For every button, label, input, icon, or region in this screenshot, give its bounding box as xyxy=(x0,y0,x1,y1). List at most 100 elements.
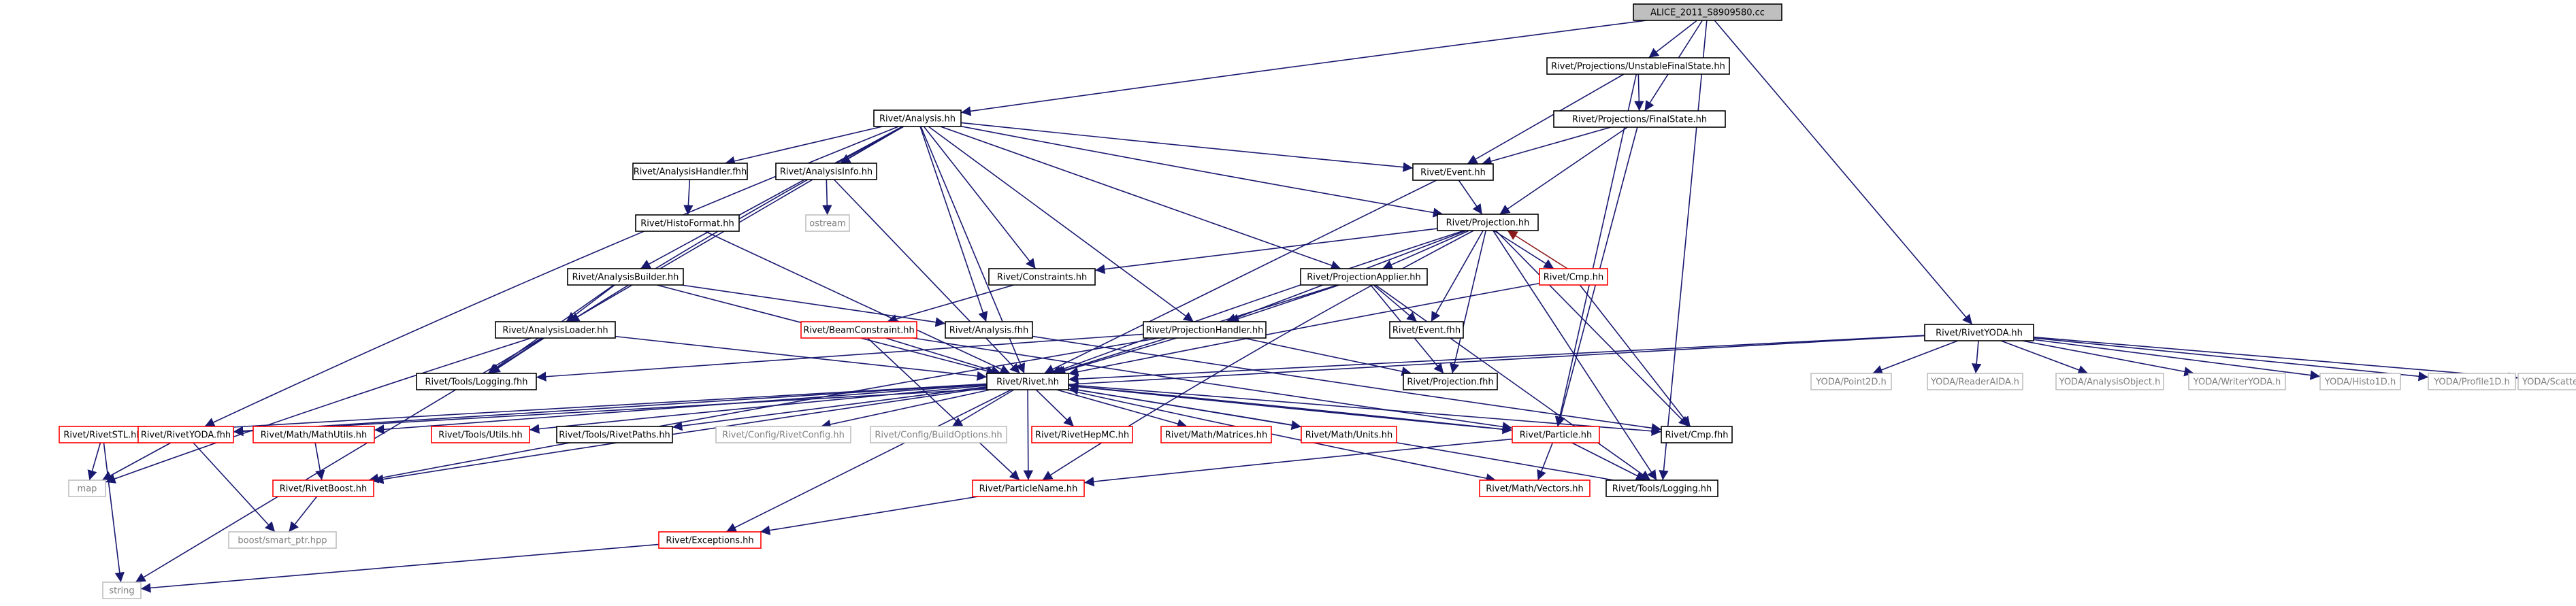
edge-rivetyoda-to-readeraida xyxy=(1972,340,1982,374)
node-buildoptions[interactable]: Rivet/Config/BuildOptions.hh xyxy=(870,426,1007,443)
edge-analysis-to-analysisbuilder xyxy=(640,126,903,269)
edge-analysis-to-rivet xyxy=(920,126,1026,374)
node-label: Rivet/Math/Units.hh xyxy=(1305,431,1393,441)
node-rivetconfig[interactable]: Rivet/Config/RivetConfig.hh xyxy=(715,426,851,443)
node-box xyxy=(252,426,375,443)
node-beamconstraint[interactable]: Rivet/BeamConstraint.hh xyxy=(800,321,917,339)
node-label: YODA/Scatter2D.h xyxy=(2522,377,2576,388)
node-writeryoda[interactable]: YODA/WriterYODA.h xyxy=(2188,373,2286,390)
node-analysisbuilder[interactable]: Rivet/AnalysisBuilder.hh xyxy=(567,268,684,286)
node-analysisfhh[interactable]: Rivet/Analysis.fhh xyxy=(945,321,1033,339)
node-analysis[interactable]: Rivet/Analysis.hh xyxy=(873,110,962,127)
node-projectionhandler[interactable]: Rivet/ProjectionHandler.hh xyxy=(1143,321,1267,339)
edge-analysisloader-to-rivet xyxy=(615,335,988,382)
node-units[interactable]: Rivet/Math/Units.hh xyxy=(1301,426,1397,443)
edge-rivetyoda-to-histo1d xyxy=(2033,339,2321,380)
node-cmp[interactable]: Rivet/Cmp.hh xyxy=(1539,268,1608,286)
node-label: Rivet/Event.fhh xyxy=(1392,326,1461,336)
node-event[interactable]: Rivet/Event.hh xyxy=(1412,163,1494,181)
node-box xyxy=(1512,426,1600,443)
node-label: YODA/Histo1D.h xyxy=(2324,377,2396,388)
node-hepmc[interactable]: Rivet/RivetHepMC.hh xyxy=(1031,426,1133,443)
node-map[interactable]: map xyxy=(68,479,106,497)
node-histo1d[interactable]: YODA/Histo1D.h xyxy=(2319,373,2401,390)
edge-analysisbuilder-to-analysisloader xyxy=(566,284,615,322)
node-ostream[interactable]: ostream xyxy=(805,214,850,232)
node-label: Rivet/Exceptions.hh xyxy=(666,536,753,546)
node-box xyxy=(1539,268,1608,286)
node-label: Rivet/RivetBoost.hh xyxy=(280,484,368,494)
edge-rivetyodafhh-to-smartptr xyxy=(193,442,276,533)
node-profile1d[interactable]: YODA/Profile1D.h xyxy=(2428,373,2516,390)
node-string[interactable]: string xyxy=(102,582,142,599)
nodes-layer: ALICE_2011_S8909580.ccRivet/Projections/… xyxy=(59,3,2576,599)
node-eventfhh[interactable]: Rivet/Event.fhh xyxy=(1389,321,1464,339)
node-constraints[interactable]: Rivet/Constraints.hh xyxy=(988,268,1096,286)
node-label: Rivet/Particle.hh xyxy=(1520,431,1592,441)
node-projectionapplier[interactable]: Rivet/ProjectionApplier.hh xyxy=(1300,268,1428,286)
node-particlename[interactable]: Rivet/ParticleName.hh xyxy=(972,479,1085,497)
node-particle[interactable]: Rivet/Particle.hh xyxy=(1512,426,1600,443)
edge-root-to-analysis xyxy=(960,20,1647,116)
node-smartptr[interactable]: boost/smart_ptr.hpp xyxy=(228,531,337,549)
node-rivetyoda[interactable]: Rivet/RivetYODA.hh xyxy=(1924,324,2034,341)
edge-analysis-to-event xyxy=(960,122,1414,172)
node-analysisloader[interactable]: Rivet/AnalysisLoader.hh xyxy=(495,321,616,339)
node-box xyxy=(715,426,851,443)
node-point2d[interactable]: YODA/Point2D.h xyxy=(1810,373,1892,390)
node-label: YODA/ReaderAIDA.h xyxy=(1930,377,2019,388)
node-toolspaths[interactable]: Rivet/Tools/RivetPaths.hh xyxy=(556,426,673,443)
edge-rivet-to-hepmc xyxy=(1035,389,1075,427)
edge-analysisfhh-to-cmpfhh xyxy=(1032,335,1662,433)
node-readeraida[interactable]: YODA/ReaderAIDA.h xyxy=(1927,373,2023,390)
node-mathutils[interactable]: Rivet/Math/MathUtils.hh xyxy=(252,426,375,443)
node-toolslogfhh[interactable]: Rivet/Tools/Logging.fhh xyxy=(416,373,537,390)
node-rivetboost[interactable]: Rivet/RivetBoost.hh xyxy=(272,479,374,497)
node-exceptions[interactable]: Rivet/Exceptions.hh xyxy=(658,531,762,549)
node-rivetstl[interactable]: Rivet/RivetSTL.hh xyxy=(59,426,147,443)
node-toolsutils[interactable]: Rivet/Tools/Utils.hh xyxy=(431,426,530,443)
edge-analysis-to-projectionhandler xyxy=(928,126,1194,322)
edge-rivetyoda-to-profile1d xyxy=(2033,337,2429,382)
edge-particlename-to-exceptions xyxy=(760,496,979,535)
node-projection[interactable]: Rivet/Projection.hh xyxy=(1437,214,1539,231)
edge-root-to-unstable xyxy=(1648,20,1697,58)
edge-projectionhandler-to-rivetboost xyxy=(368,337,1160,484)
node-analysisobject[interactable]: YODA/AnalysisObject.h xyxy=(2055,373,2164,390)
node-matrices[interactable]: Rivet/Math/Matrices.hh xyxy=(1160,426,1272,443)
node-vectors[interactable]: Rivet/Math/Vectors.hh xyxy=(1479,479,1591,497)
edge-rivet-to-rivetconfig xyxy=(821,389,990,429)
node-label: Rivet/Projections/FinalState.hh xyxy=(1572,115,1707,125)
node-rivet[interactable]: Rivet/Rivet.hh xyxy=(986,373,1069,390)
node-box xyxy=(1924,324,2034,341)
node-root[interactable]: ALICE_2011_S8909580.cc xyxy=(1633,3,1782,21)
node-box xyxy=(1301,426,1397,443)
node-scatter2d[interactable]: YODA/Scatter2D.h xyxy=(2517,373,2576,390)
node-box xyxy=(2319,373,2401,390)
node-box xyxy=(1403,373,1498,390)
edge-projectionapplier-to-toolslog xyxy=(1375,284,1651,481)
node-histoformat[interactable]: Rivet/HistoFormat.hh xyxy=(635,214,740,232)
node-box xyxy=(1633,3,1782,21)
node-unstable[interactable]: Rivet/Projections/UnstableFinalState.hh xyxy=(1546,57,1730,75)
edge-rivet-to-mathutils xyxy=(374,384,988,435)
node-label: Rivet/Constraints.hh xyxy=(997,273,1088,283)
node-label: YODA/Point2D.h xyxy=(1815,377,1886,388)
node-analysishandler[interactable]: Rivet/AnalysisHandler.fhh xyxy=(632,163,748,180)
node-label: YODA/AnalysisObject.h xyxy=(2059,377,2161,388)
node-projectionfhh[interactable]: Rivet/Projection.fhh xyxy=(1403,373,1498,390)
node-analysisinfo[interactable]: Rivet/AnalysisInfo.hh xyxy=(775,163,877,180)
edge-particle-to-particlename xyxy=(1083,438,1513,487)
node-cmpfhh[interactable]: Rivet/Cmp.fhh xyxy=(1661,426,1733,443)
node-toolslog[interactable]: Rivet/Tools/Logging.hh xyxy=(1605,479,1718,497)
edge-analysisinfo-to-ostream xyxy=(822,179,832,216)
node-label: Rivet/Rivet.hh xyxy=(996,377,1059,388)
node-label: map xyxy=(78,484,97,494)
node-label: Rivet/RivetHepMC.hh xyxy=(1035,431,1129,441)
node-rivetyodafhh[interactable]: Rivet/RivetYODA.fhh xyxy=(137,426,234,443)
node-box xyxy=(137,426,234,443)
edge-particle-to-toolslog xyxy=(1571,442,1646,481)
node-finalstate[interactable]: Rivet/Projections/FinalState.hh xyxy=(1553,110,1726,128)
node-box xyxy=(800,321,917,339)
